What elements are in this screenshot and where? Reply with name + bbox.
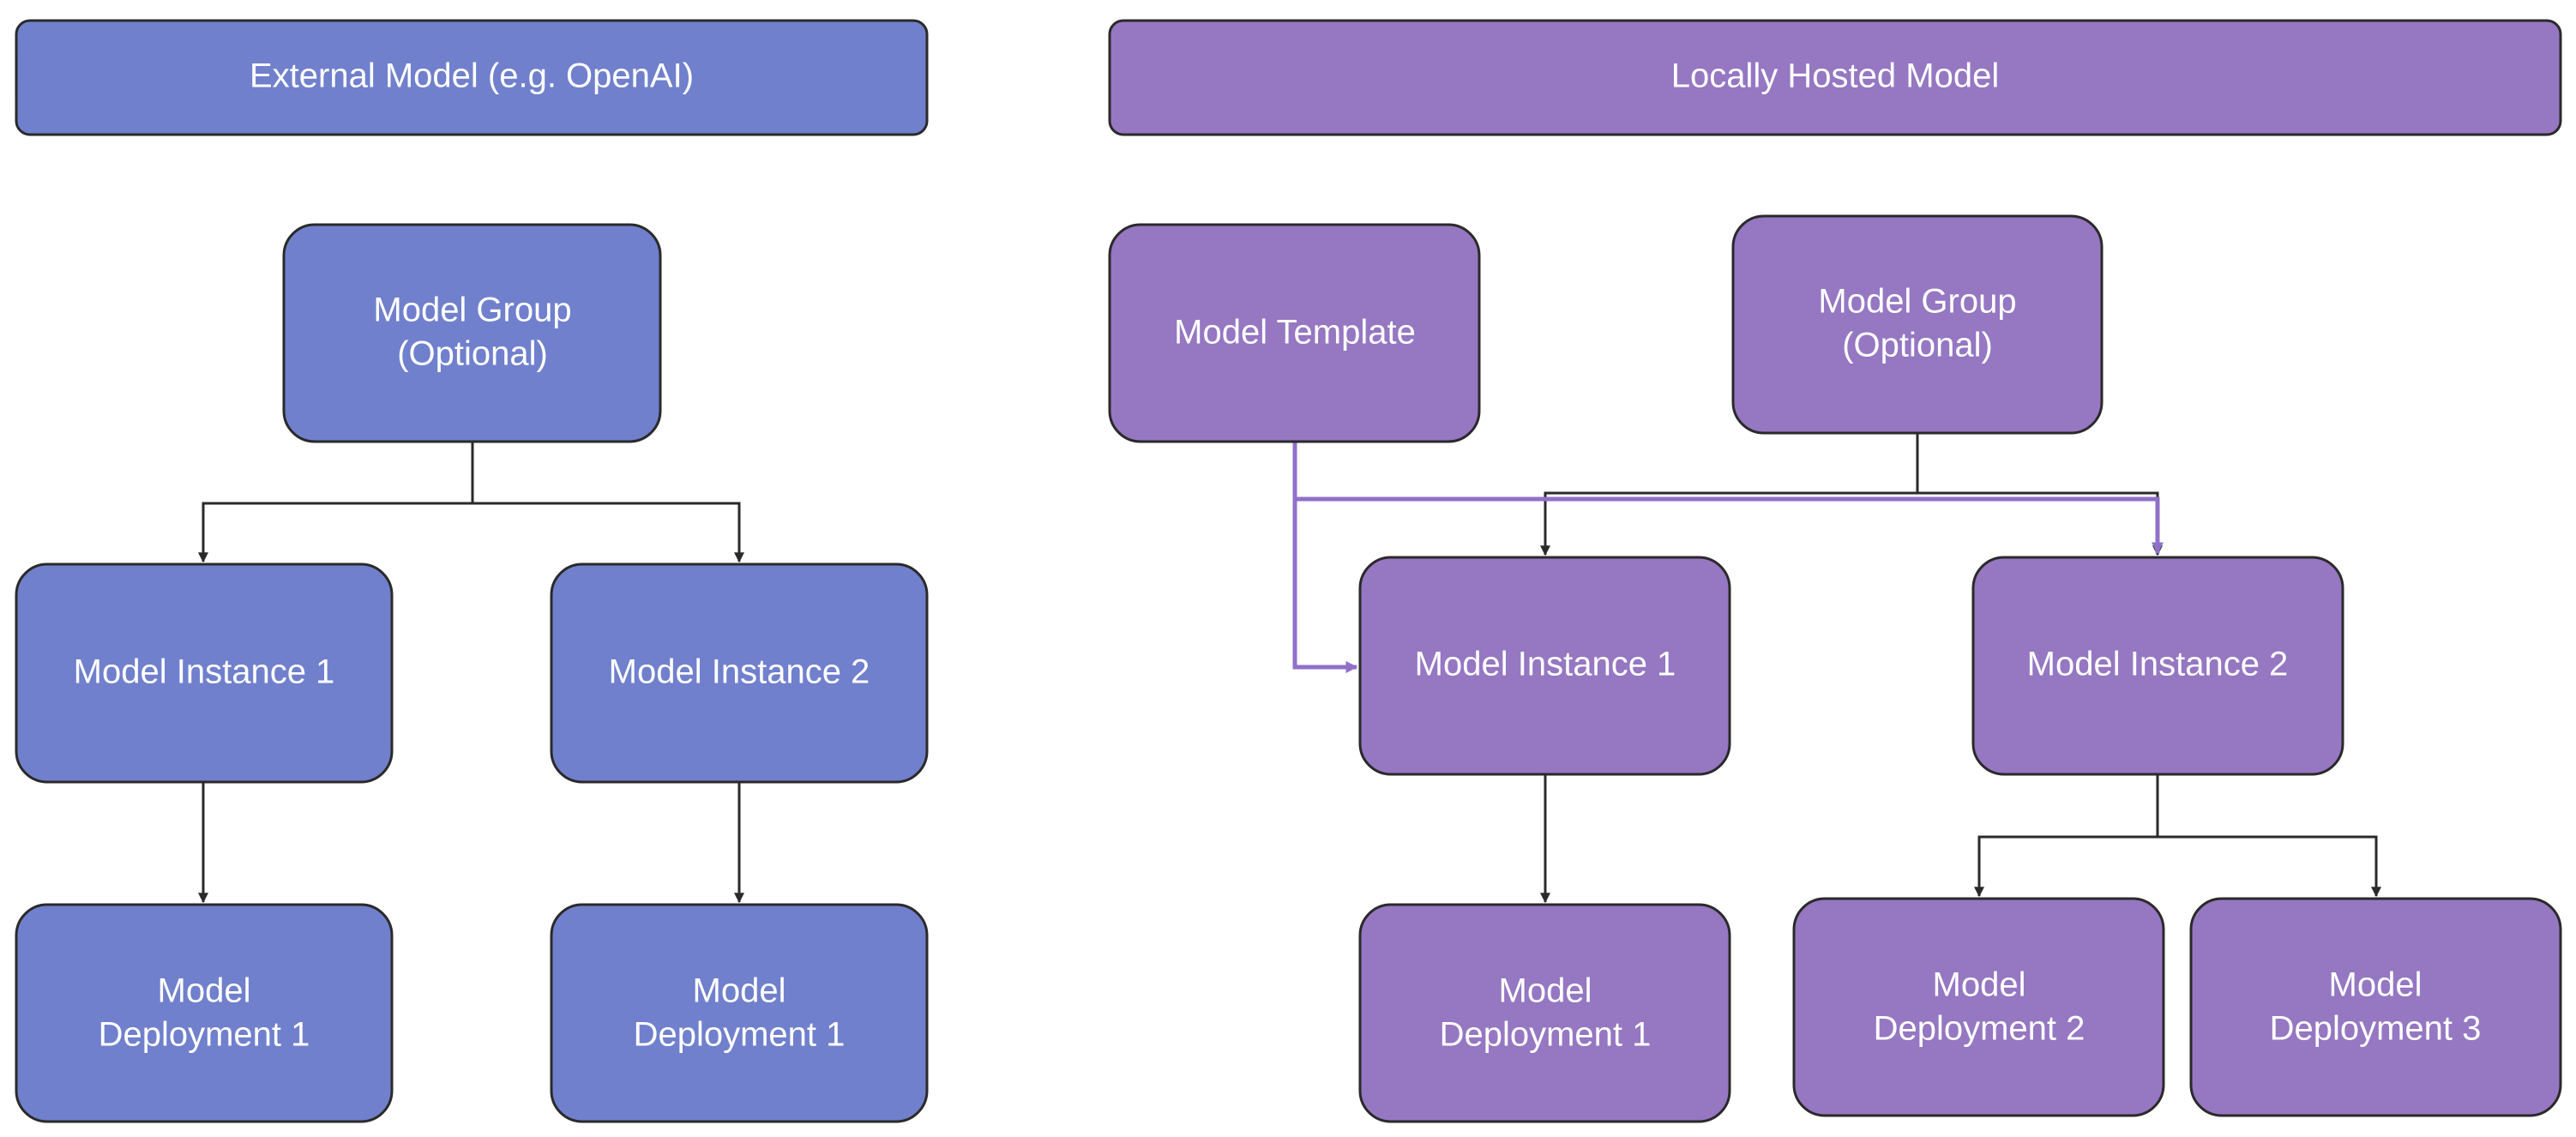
local-model-group-label-line2: (Optional) xyxy=(1842,327,1993,364)
local-model-instance-2-label: Model Instance 2 xyxy=(2027,646,2289,683)
local-model-deployment-2-node: Model Deployment 2 xyxy=(1792,897,2165,1117)
local-model-group-label-line1: Model Group xyxy=(1818,283,2016,321)
external-model-deployment-2-node: Model Deployment 1 xyxy=(550,903,929,1123)
external-model-deployment-1-label-line2: Deployment 1 xyxy=(99,1016,310,1054)
connectors xyxy=(198,433,2381,904)
local-model-header: Locally Hosted Model xyxy=(1108,19,2562,136)
connector-ext-group-to-instance2 xyxy=(472,502,744,563)
external-model-deployment-2-label-line1: Model xyxy=(693,972,786,1010)
external-model-instance-1-label: Model Instance 1 xyxy=(74,653,335,691)
connector-local-group-to-instance1 xyxy=(1540,433,1919,556)
external-model-deployment-1-node: Model Deployment 1 xyxy=(15,903,394,1123)
local-model-deployment-3-label-line1: Model xyxy=(2329,966,2423,1004)
external-model-instance-2-node: Model Instance 2 xyxy=(550,562,929,784)
connector-local-instance2-to-deployment3 xyxy=(2158,835,2381,898)
external-model-header-label: External Model (e.g. OpenAI) xyxy=(250,57,694,95)
local-model-deployment-3-node: Model Deployment 3 xyxy=(2189,897,2562,1117)
external-model-header: External Model (e.g. OpenAI) xyxy=(15,19,929,136)
connector-ext-group-to-instance1 xyxy=(198,442,474,563)
local-model-group-node: Model Group (Optional) xyxy=(1731,214,2104,435)
local-model-deployment-1-label-line1: Model xyxy=(1499,972,1592,1010)
external-model-group-node: Model Group (Optional) xyxy=(282,223,662,443)
connector-local-instance2-to-deployment2 xyxy=(1974,775,2159,898)
local-model-deployment-3-label-line2: Deployment 3 xyxy=(2270,1010,2482,1048)
local-model-header-label: Locally Hosted Model xyxy=(1671,57,1999,95)
local-model-deployment-1-node: Model Deployment 1 xyxy=(1358,903,1731,1123)
local-model-instance-1-node: Model Instance 1 xyxy=(1358,556,1731,776)
connector-local-group-to-instance2 xyxy=(1917,491,2163,556)
local-model-deployment-2-label-line1: Model xyxy=(1933,966,2026,1004)
external-model-deployment-2-label-line2: Deployment 1 xyxy=(634,1016,846,1054)
external-model-deployment-1-label-line1: Model xyxy=(158,972,251,1010)
local-model-instance-2-node: Model Instance 2 xyxy=(1971,556,2344,776)
local-model-template-node: Model Template xyxy=(1108,223,1481,443)
connector-template-to-instance2 xyxy=(1295,496,2164,555)
local-model-instance-1-label: Model Instance 1 xyxy=(1415,646,1676,683)
local-model-section: Locally Hosted Model Model Template Mode… xyxy=(1108,19,2562,1123)
external-model-group-label-line1: Model Group xyxy=(373,292,571,329)
external-model-instance-2-label: Model Instance 2 xyxy=(609,653,870,691)
connector-template-to-instance1 xyxy=(1292,442,1358,673)
external-model-group-label-line2: (Optional) xyxy=(397,335,548,373)
external-model-instance-1-node: Model Instance 1 xyxy=(15,562,394,784)
local-model-template-label: Model Template xyxy=(1174,314,1416,352)
local-model-deployment-1-label-line2: Deployment 1 xyxy=(1440,1016,1652,1054)
local-model-deployment-2-label-line2: Deployment 2 xyxy=(1874,1010,2085,1048)
external-model-section: External Model (e.g. OpenAI) Model Group… xyxy=(15,19,929,1123)
